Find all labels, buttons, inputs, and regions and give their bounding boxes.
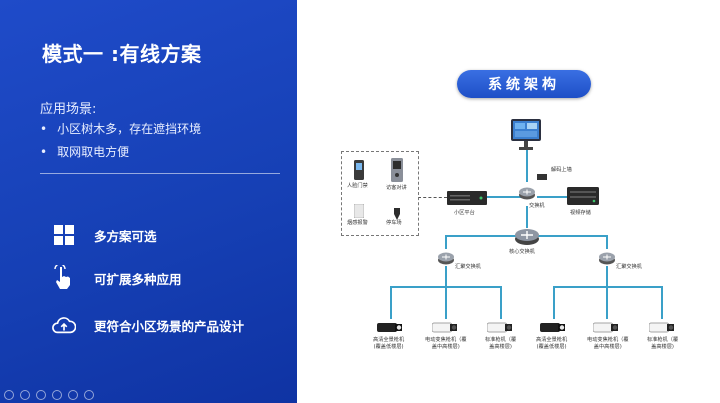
camera-icon <box>592 320 619 339</box>
link-line <box>661 286 663 319</box>
cloud-upload-icon <box>52 313 76 337</box>
platform-label: 小区平台 <box>454 210 475 216</box>
camera-icon <box>431 320 458 339</box>
camera-label: 高清全景枪机 (覆盖低楼层) <box>373 337 405 350</box>
zoom-icon[interactable] <box>52 390 62 400</box>
storage-icon <box>567 187 599 209</box>
presentation-toolbar[interactable] <box>4 390 94 400</box>
camera-icon <box>377 320 403 339</box>
decoder-icon <box>537 165 547 184</box>
grid-view-icon[interactable] <box>68 390 78 400</box>
link-line <box>445 235 526 237</box>
left-switch-icon <box>437 250 455 269</box>
camera-label: 电动变焦枪机（覆 盖中高楼层) <box>587 337 629 350</box>
feature-extensible: 可扩展多种应用 <box>52 263 182 293</box>
right-switch-label: 汇聚交换机 <box>616 264 642 270</box>
camera-label: 高清全景枪机 (覆盖低楼层) <box>536 337 568 350</box>
more-icon[interactable] <box>84 390 94 400</box>
link-line <box>445 266 447 286</box>
link-line <box>531 235 606 237</box>
camera-icon <box>540 320 566 339</box>
link-line <box>606 266 608 286</box>
link-line <box>606 235 608 249</box>
switch-icon <box>518 185 536 204</box>
link-line <box>486 196 522 198</box>
link-line <box>526 206 528 228</box>
diagram-panel: 系统架构 解码上墙 人脸门禁 访客对讲 烟感报警 停车场 小区平台 <box>297 0 720 403</box>
top-switch-label: 交换机 <box>529 203 545 209</box>
sensor-label: 烟感报警 <box>347 220 368 226</box>
link-line <box>606 286 608 319</box>
camera-label: 电动变焦枪机（覆 盖中高楼层) <box>425 337 467 350</box>
hand-pointer-icon <box>52 265 76 290</box>
grid-icon <box>52 223 76 247</box>
camera-label: 标准枪机（覆 盖高楼层) <box>647 337 679 350</box>
right-switch-icon <box>598 250 616 269</box>
camera-label: 标准枪机（覆 盖高楼层) <box>485 337 517 350</box>
intercom-icon <box>391 158 403 186</box>
feature-label: 更符合小区场景的产品设计 <box>94 318 245 334</box>
slide-title: 模式一 :有线方案 <box>42 42 202 66</box>
scenario-item: 小区树木多，存在遮挡环境 <box>40 120 201 137</box>
monitor-icon <box>510 118 542 156</box>
feature-multi-scheme: 多方案可选 <box>52 220 157 250</box>
dashed-link <box>418 197 447 198</box>
link-line <box>526 150 528 182</box>
feature-design: 更符合小区场景的产品设计 <box>52 310 244 340</box>
link-line <box>390 286 392 319</box>
storage-label: 视频存储 <box>570 210 591 216</box>
feature-label: 多方案可选 <box>94 228 157 244</box>
divider <box>40 173 280 174</box>
server-icon <box>447 190 487 209</box>
link-line <box>537 196 567 198</box>
left-panel: 模式一 :有线方案 应用场景: 小区树木多，存在遮挡环境 取网取电方便 多方案可… <box>0 0 297 403</box>
link-line <box>553 286 555 319</box>
intercom-label: 访客对讲 <box>386 185 407 191</box>
scenario-item: 取网取电方便 <box>40 143 129 160</box>
left-switch-label: 汇聚交换机 <box>455 264 481 270</box>
core-switch-label: 核心交换机 <box>509 249 535 255</box>
diagram-header: 系统架构 <box>457 70 591 98</box>
decoder-label: 解码上墙 <box>551 167 572 173</box>
reader-label: 停车场 <box>386 220 402 226</box>
link-line <box>500 286 502 319</box>
next-icon[interactable] <box>20 390 30 400</box>
link-line <box>445 286 447 319</box>
link-line <box>445 235 447 249</box>
card-reader-icon <box>392 205 402 224</box>
scenario-heading: 应用场景: <box>40 102 97 117</box>
feature-label: 可扩展多种应用 <box>94 271 182 287</box>
face-terminal-icon <box>354 160 364 184</box>
prev-icon[interactable] <box>4 390 14 400</box>
camera-icon <box>648 320 675 339</box>
camera-icon <box>486 320 513 339</box>
face-terminal-label: 人脸门禁 <box>347 183 368 189</box>
access-device-group <box>341 151 419 236</box>
pen-icon[interactable] <box>36 390 46 400</box>
core-switch-icon <box>514 226 540 250</box>
